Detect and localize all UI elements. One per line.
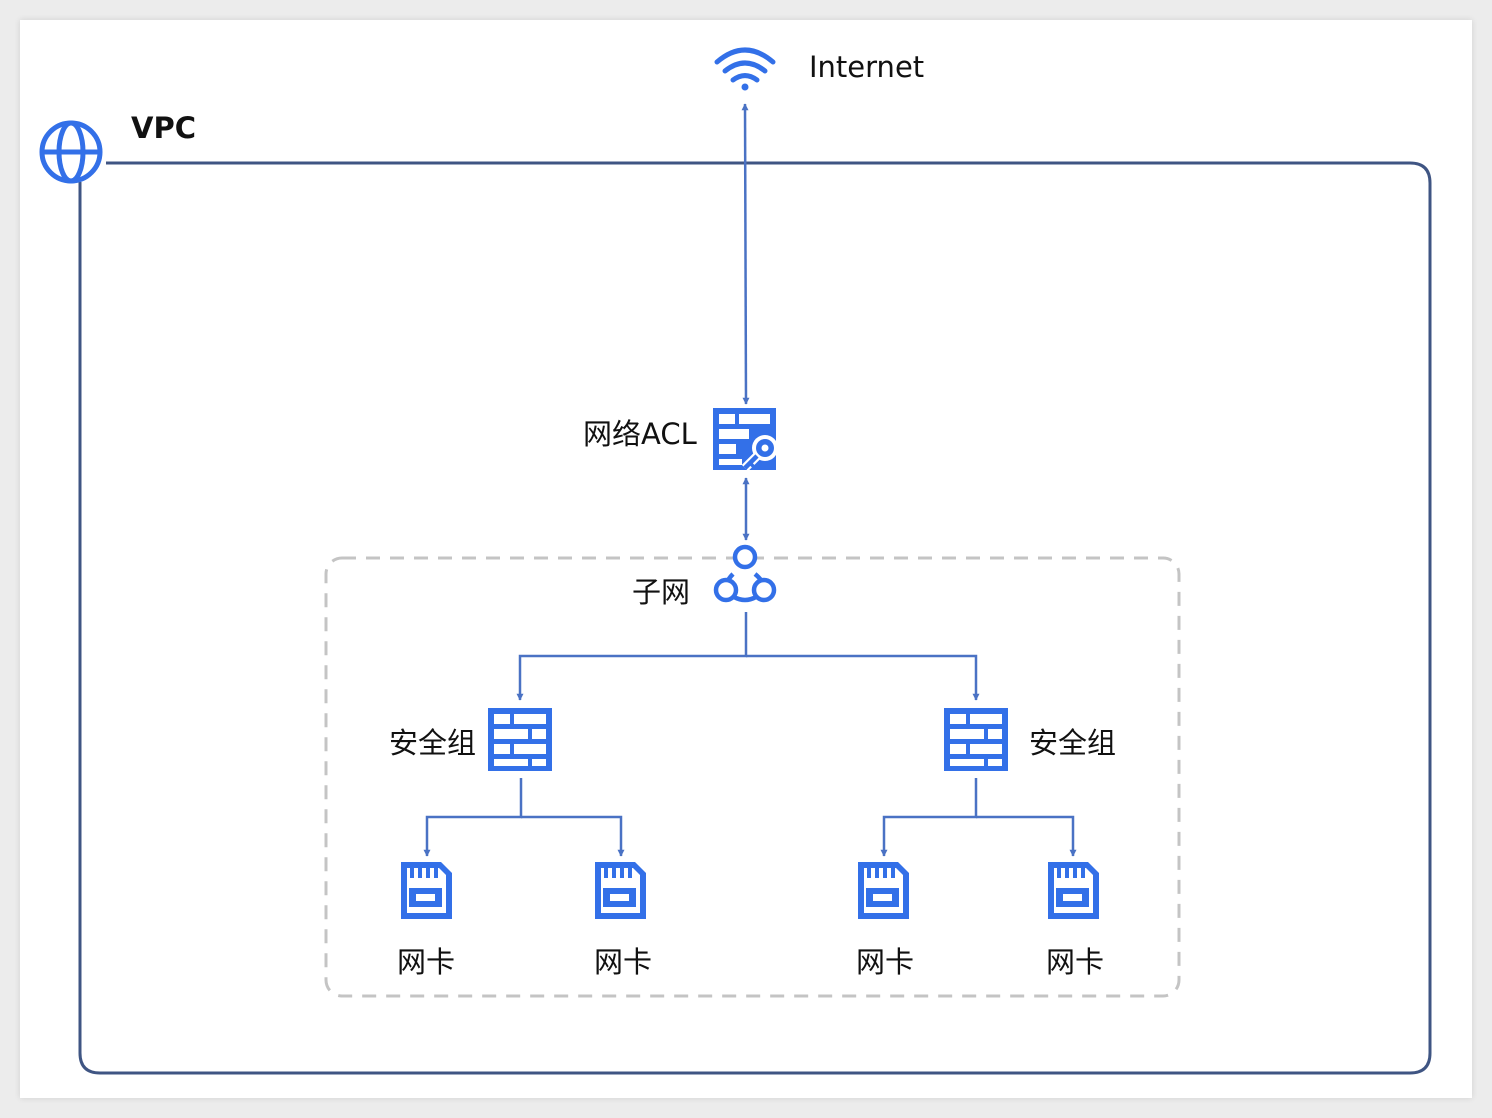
wifi-icon bbox=[714, 47, 776, 83]
internet-acl-connector bbox=[741, 103, 750, 405]
nic-card-icon bbox=[1048, 862, 1099, 919]
nic-card-icon bbox=[595, 862, 646, 919]
subnet-nodes-icon bbox=[713, 544, 777, 603]
subnet-label: 子网 bbox=[632, 575, 690, 609]
nic-label-3: 网卡 bbox=[856, 945, 914, 979]
security-group-label-left: 安全组 bbox=[389, 726, 476, 760]
wifi-dot bbox=[741, 83, 749, 91]
vpc-label: VPC bbox=[131, 111, 196, 145]
acl-firewall-key-icon bbox=[713, 408, 778, 472]
nic-label-4: 网卡 bbox=[1046, 945, 1104, 979]
security-group-label-right: 安全组 bbox=[1029, 726, 1116, 760]
nic-label-2: 网卡 bbox=[594, 945, 652, 979]
subnet-sg-connectors bbox=[516, 612, 980, 701]
nic-card-icon bbox=[858, 862, 909, 919]
vpc-boundary bbox=[78, 161, 1432, 1075]
nic-label-1: 网卡 bbox=[397, 945, 455, 979]
firewall-icon bbox=[944, 708, 1008, 771]
network-acl-label: 网络ACL bbox=[583, 417, 697, 451]
globe-icon bbox=[39, 120, 103, 184]
subnet-boundary bbox=[324, 556, 1181, 998]
internet-label: Internet bbox=[809, 50, 924, 84]
firewall-icon bbox=[488, 708, 552, 771]
nic-card-icon bbox=[401, 862, 452, 919]
sg-nic-connectors bbox=[423, 778, 1077, 857]
